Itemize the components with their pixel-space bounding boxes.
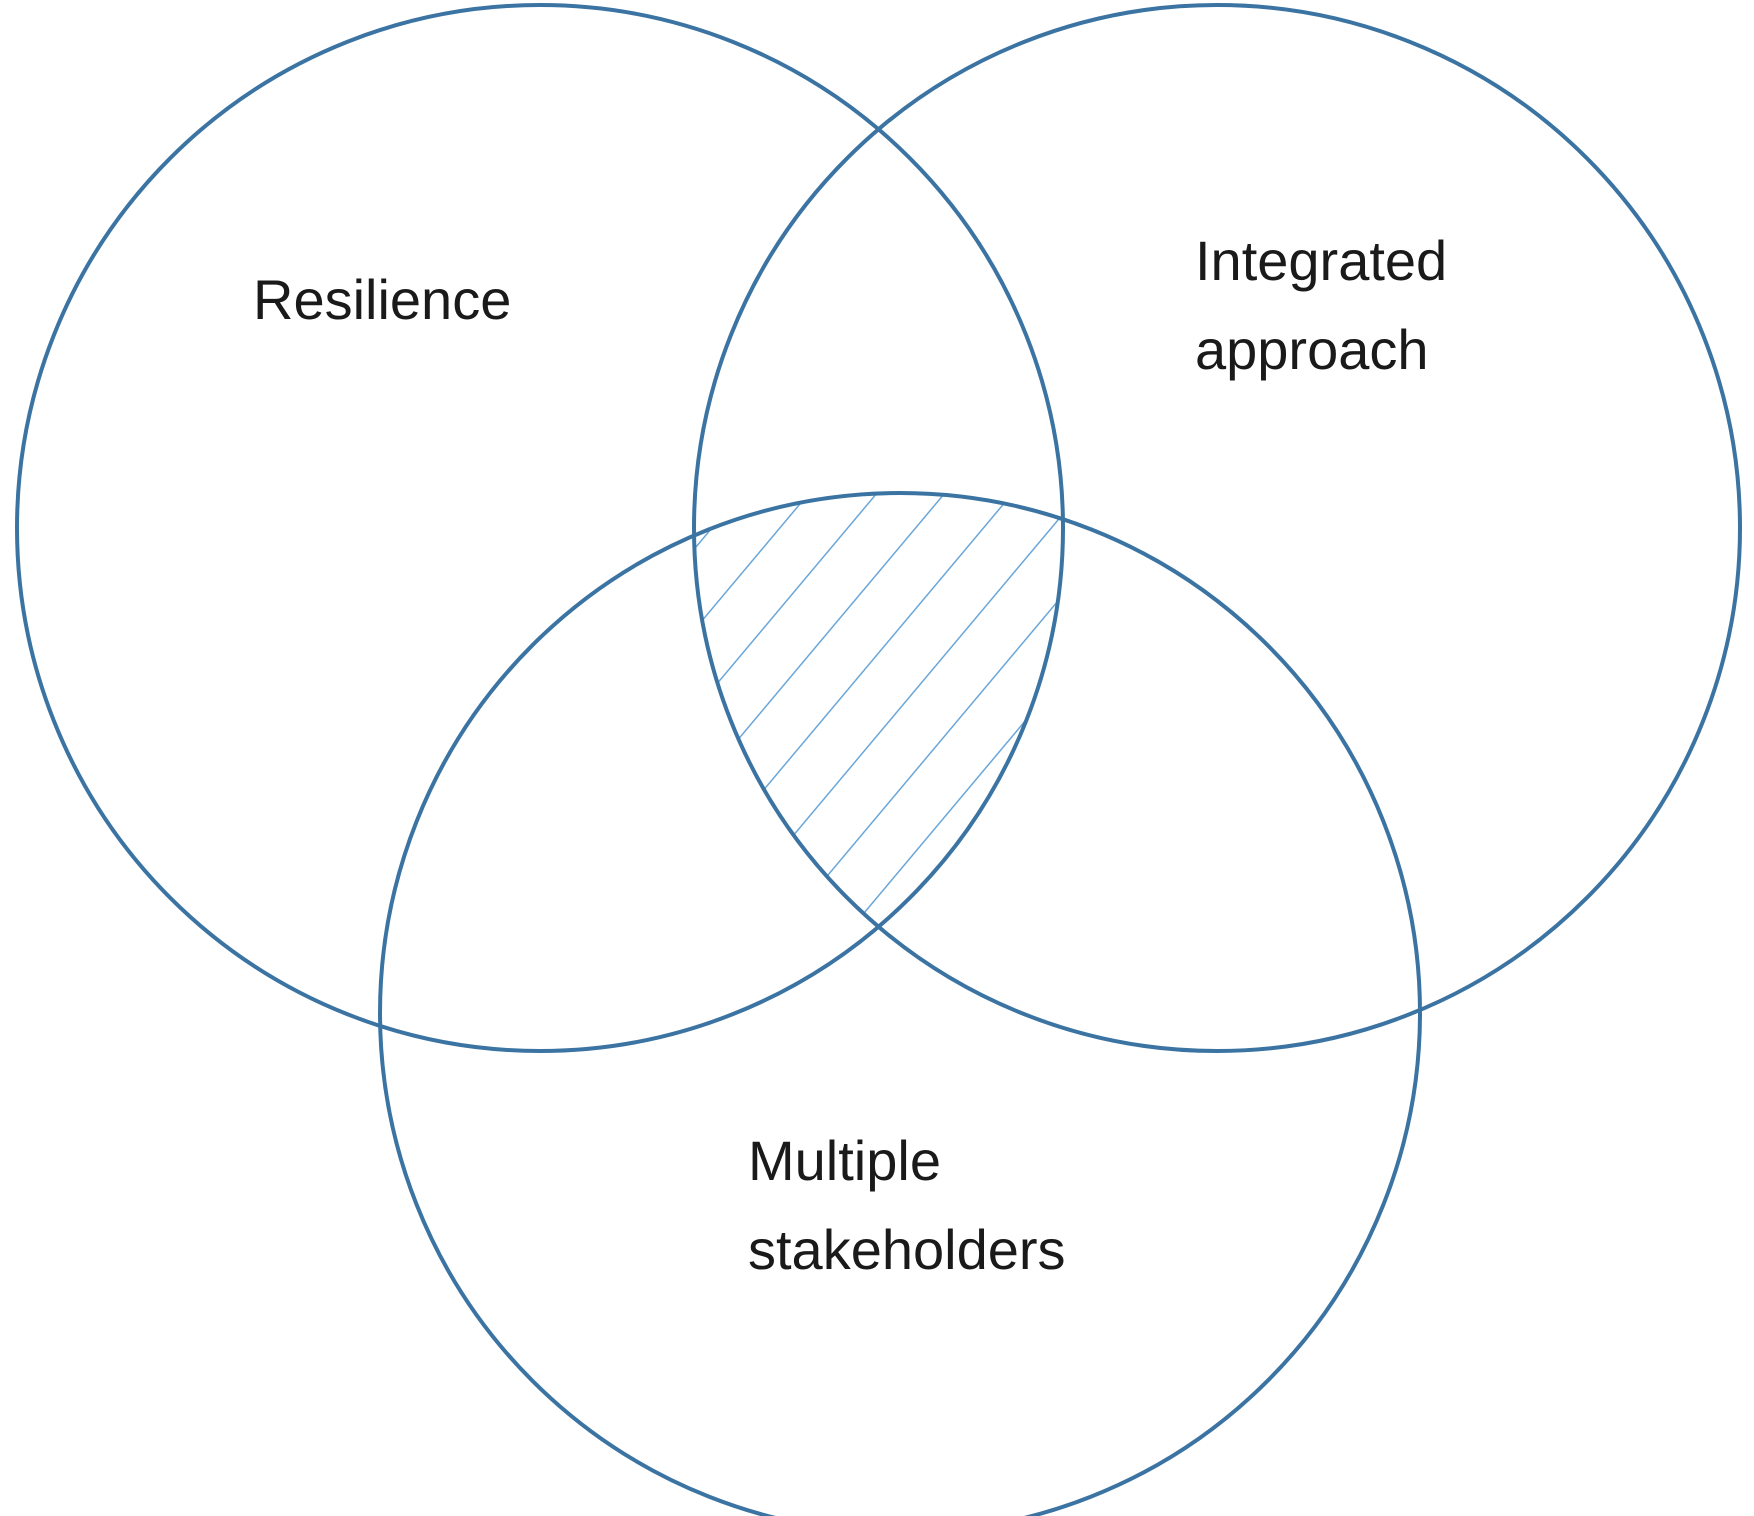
integrated-approach-label-line1: Integrated — [1195, 229, 1447, 292]
resilience-circle — [15, 3, 1065, 1053]
resilience-label: Resilience — [253, 268, 511, 331]
multiple-stakeholders-circle — [378, 491, 1422, 1516]
hatched-intersection — [694, 493, 1063, 1051]
integrated-approach-label-line2: approach — [1195, 318, 1429, 381]
multiple-stakeholders-label-line1: Multiple — [748, 1129, 941, 1192]
integrated-approach-circle — [692, 3, 1742, 1053]
intersection-region — [694, 493, 1063, 1051]
multiple-stakeholders-label-line2: stakeholders — [748, 1218, 1066, 1281]
